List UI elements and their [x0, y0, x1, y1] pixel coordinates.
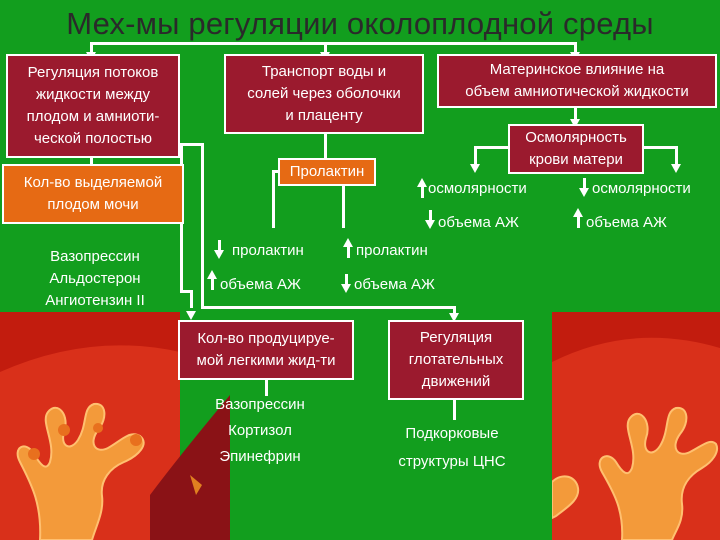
box-line: и плаценту: [285, 107, 363, 124]
volume-decrease-label: объема АЖ: [354, 276, 435, 293]
box-fluid-flow-regulation: Регуляция потоков жидкости между плодом …: [6, 54, 180, 158]
cns-label: Подкорковые структуры ЦНС: [382, 420, 522, 476]
volume-decrease-label: объема АЖ: [438, 214, 519, 231]
hormone-list-lungs: Вазопрессин Кортизол Эпинефрин: [190, 392, 330, 470]
box-line: Регуляция потоков: [27, 64, 159, 81]
box-line: мой легкими жид-ти: [196, 352, 336, 369]
placenta-illustration-bottom: [150, 395, 230, 540]
box-fetal-urine: Кол-во выделяемой плодом мочи: [2, 164, 184, 224]
slide-title: Мех-мы регуляции околоплодной среды: [66, 6, 654, 41]
cns-line: Подкорковые: [405, 425, 499, 442]
cns-line: структуры ЦНС: [398, 453, 506, 470]
box-line: солей через оболочки: [247, 85, 401, 102]
box-water-salt-transport: Транспорт воды и солей через оболочки и …: [224, 54, 424, 134]
volume-increase-label: объема АЖ: [220, 276, 301, 293]
box-line: Регуляция: [419, 329, 493, 346]
box-maternal-osmolarity: Осмолярность крови матери: [508, 124, 644, 174]
box-line: движений: [421, 373, 491, 390]
hormone-item: Ангиотензин II: [45, 292, 145, 309]
box-line: Материнское влияние на: [489, 61, 665, 78]
villi-illustration-right: [552, 312, 720, 540]
box-line: Кол-во продуцируе-: [197, 330, 335, 347]
villi-illustration-left: [0, 312, 180, 540]
box-line: Осмолярность: [525, 129, 627, 146]
prolactin-decrease-label: пролактин: [232, 242, 304, 259]
box-line: глотательных: [408, 351, 504, 368]
box-line: Пролактин: [289, 163, 365, 180]
hormone-item: Кортизол: [228, 422, 292, 439]
hormone-item: Вазопрессин: [215, 396, 305, 413]
box-line: плодом мочи: [47, 196, 139, 213]
box-line: плодом и амниоти-: [26, 108, 160, 125]
box-line: крови матери: [529, 151, 623, 168]
volume-increase-label: объема АЖ: [586, 214, 667, 231]
box-line: объем амниотической жидкости: [465, 83, 689, 100]
hormone-item: Вазопрессин: [50, 248, 140, 265]
box-prolactin: Пролактин: [278, 158, 376, 186]
box-line: Транспорт воды и: [261, 63, 387, 80]
box-lung-fluid: Кол-во продуцируе- мой легкими жид-ти: [178, 320, 354, 380]
osmolarity-decrease-label: осмолярности: [592, 180, 691, 197]
box-line: ческой полостью: [33, 130, 153, 147]
box-swallowing: Регуляция глотательных движений: [388, 320, 524, 400]
osmolarity-increase-label: осмолярности: [428, 180, 527, 197]
hormone-item: Альдостерон: [49, 270, 141, 287]
box-line: жидкости между: [36, 86, 150, 103]
box-maternal-influence: Материнское влияние на объем амниотическ…: [437, 54, 717, 108]
prolactin-increase-label: пролактин: [356, 242, 428, 259]
hormone-list-urine: Вазопрессин Альдостерон Ангиотензин II: [20, 246, 170, 312]
box-line: Кол-во выделяемой: [23, 174, 163, 191]
hormone-item: Эпинефрин: [219, 448, 301, 465]
